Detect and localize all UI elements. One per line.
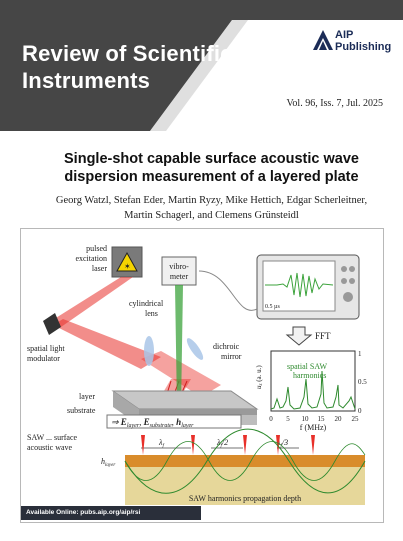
harmonics-label-1: spatial SAW <box>287 362 327 371</box>
header-banner <box>0 0 403 131</box>
oscilloscope-timebase: 0.5 µs <box>265 304 280 310</box>
hlayer-label: hlayer <box>101 457 115 468</box>
vibrometer-box <box>161 256 197 286</box>
spectrum-line <box>270 370 356 410</box>
laser-beam-slm <box>53 319 161 369</box>
xtick-10: 10 <box>302 415 310 423</box>
setup-diagram: ✶ pulsed excitation laser spatial light … <box>27 244 367 505</box>
substrate-label: substrate <box>67 406 96 415</box>
fft-arrow-icon <box>285 326 313 346</box>
xtick-0: 0 <box>269 415 273 423</box>
ytick-0-5: 0.5 <box>358 378 367 386</box>
source-marker-3 <box>243 435 247 455</box>
xtick-15: 15 <box>318 415 326 423</box>
authors-line-2: Martin Schagerl, and Clemens Grünsteidl <box>124 210 299 221</box>
article-title-line-2: dispersion measurement of a layered plat… <box>64 169 359 185</box>
saw-wave-2 <box>124 441 366 481</box>
laser-warning-icon <box>116 251 138 272</box>
source-marker-5 <box>311 435 315 455</box>
slm-device <box>43 313 61 335</box>
result-box <box>106 414 242 429</box>
available-online-banner[interactable]: Available Online: pubs.aip.org/aip/rsi <box>21 506 201 520</box>
propagation-depth-label: SAW harmonics propagation depth <box>189 494 301 503</box>
cylindrical-lens <box>144 336 154 366</box>
dichroic-mirror <box>186 338 204 360</box>
journal-title: Review of Scientific Instruments <box>22 40 233 94</box>
aip-logo-icon <box>313 30 333 50</box>
xtick-25: 25 <box>352 415 360 423</box>
laser-beam-in <box>51 277 133 327</box>
vibrometer-label-2: meter <box>170 272 189 281</box>
aip-publishing-logo: AIP Publishing <box>313 28 393 56</box>
saw-label-1: SAW ... surface <box>27 433 78 442</box>
mirror-label-1: dichroic <box>213 342 240 351</box>
scope-knob-5 <box>343 292 353 302</box>
authors-line-1: Georg Watzl, Stefan Eder, Martin Ryzy, M… <box>55 195 368 206</box>
scope-knob-3 <box>341 278 347 284</box>
saw-wave-1 <box>124 428 366 494</box>
ytick-1: 1 <box>358 350 362 358</box>
layer-band <box>125 455 365 467</box>
harmonics-label-2: harmonics <box>293 371 326 380</box>
article-title-line-1: Single-shot capable surface acoustic wav… <box>64 151 359 167</box>
mirror-label-2: mirror <box>221 352 242 361</box>
fft-label: FFT <box>315 331 331 341</box>
laser-label-3: laser <box>92 264 107 273</box>
cover-figure: ✶ pulsed excitation laser spatial light … <box>20 228 384 523</box>
xtick-5: 5 <box>286 415 290 423</box>
oscilloscope-signal <box>265 272 334 298</box>
lens-label-1: cylindrical <box>129 299 164 308</box>
publisher-name-line-1: AIP <box>335 29 354 41</box>
author-list: Georg Watzl, Stefan Eder, Martin Ryzy, M… <box>40 193 383 223</box>
source-marker-2 <box>191 435 195 455</box>
laser-warning-mark: ✶ <box>124 262 131 271</box>
laser-label-2: excitation <box>75 254 107 263</box>
journal-header: Review of Scientific Instruments AIP Pub… <box>0 0 403 131</box>
publisher-name-line-2: Publishing <box>335 41 392 53</box>
substrate-band <box>125 467 365 505</box>
xtick-20: 20 <box>335 415 343 423</box>
scope-knob-2 <box>349 266 355 272</box>
issue-info: Vol. 96, Iss. 7, Jul. 2025 <box>286 98 384 109</box>
laser-label-1: pulsed <box>86 244 107 253</box>
lambda-f2-label: λf/2 <box>216 438 228 449</box>
article-title: Single-shot capable surface acoustic wav… <box>40 150 383 186</box>
probe-beam <box>175 285 183 409</box>
result-formula: ⇒ Elayer, Esubstrate, hlayer <box>111 417 194 429</box>
spectrum-ylabel: uz (a. u.) <box>255 365 264 389</box>
slm-label-1: spatial light <box>27 344 65 353</box>
scope-cable <box>198 270 258 311</box>
scope-knob-1 <box>341 266 347 272</box>
lens-label-2: lens <box>145 309 158 318</box>
vibrometer-label-1: vibro- <box>169 262 189 271</box>
saw-label-2: acoustic wave <box>27 443 73 452</box>
journal-title-line-2: Instruments <box>22 68 151 93</box>
layer-label: layer <box>79 392 95 401</box>
lambda-f-label: λf <box>158 438 164 449</box>
plate-layer <box>139 409 257 415</box>
scope-knob-4 <box>349 278 355 284</box>
ytick-0: 0 <box>358 407 362 415</box>
slm-label-2: modulator <box>27 354 60 363</box>
spectrum-axes <box>270 350 356 412</box>
source-marker-4 <box>276 435 280 455</box>
source-marker-1 <box>141 435 145 455</box>
journal-title-line-1: Review of Scientific <box>22 41 233 66</box>
spectrum-xlabel: f (MHz) <box>300 423 327 432</box>
